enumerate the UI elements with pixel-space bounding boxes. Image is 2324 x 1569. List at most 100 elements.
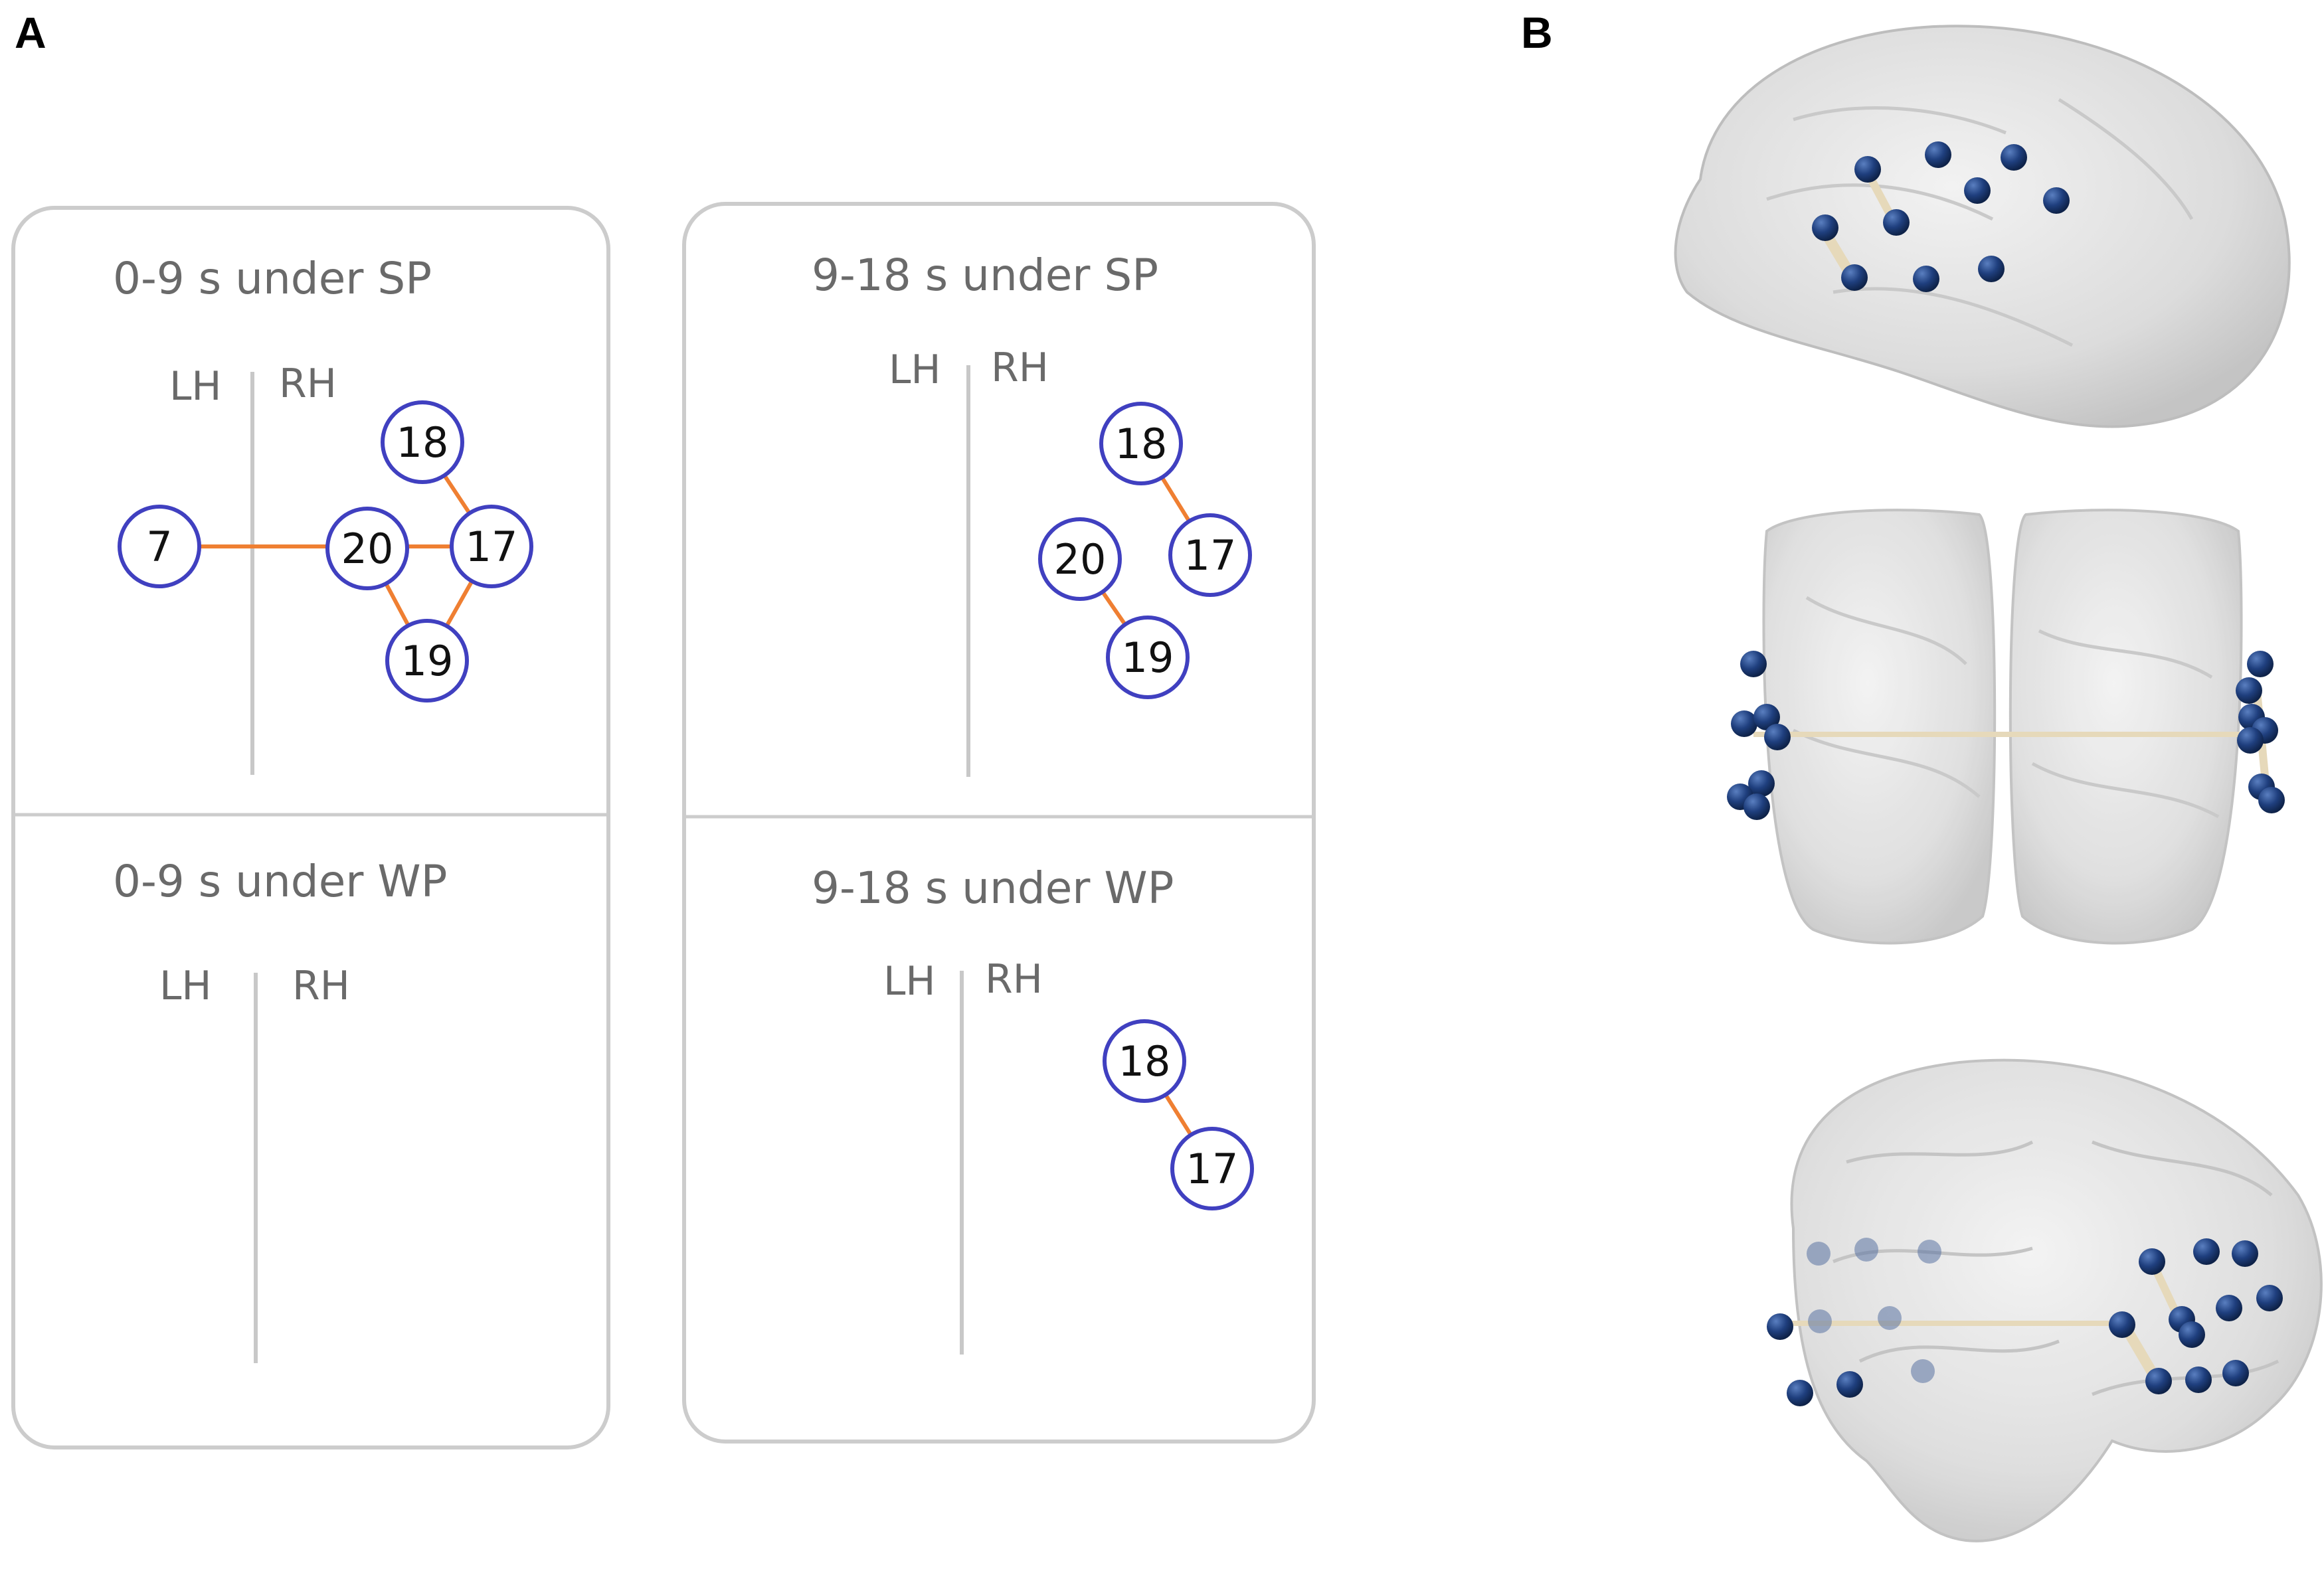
brain-node [1854,156,1881,183]
panel-a-letter: A [15,8,46,57]
brain-node [1883,209,1910,236]
brain-node [2193,1238,2220,1265]
node-label: 19 [1122,633,1174,682]
node-20: 20 [1038,517,1122,601]
brain-node-faded [1854,1238,1878,1262]
panel-9-18s-sp: 9-18 s under SP LH RH 18 17 20 19 [812,250,1252,777]
node-label: 18 [1115,420,1168,468]
node-18: 18 [1099,402,1183,485]
brain-node [1764,724,1791,750]
right-box [682,202,1316,1444]
node-circle [1170,1127,1254,1210]
brain-node [2109,1311,2135,1338]
brain-node [1913,266,1939,292]
brain-node [1787,1380,1813,1406]
brain-node-faded [1911,1359,1935,1383]
node-circle [118,505,201,588]
panel-0-9s-sp: 0-9 s under SP LH RH 7 20 17 18 19 [113,253,533,775]
panel-title: 9-18 s under SP [812,250,1158,301]
node-label: 20 [1054,535,1107,584]
node-19: 19 [1106,616,1190,699]
brain-node [1753,704,1780,730]
node-circle [1038,517,1122,601]
brain-nodes [1727,651,2285,820]
brain-node [2145,1368,2172,1394]
panel-title: 0-9 s under WP [113,856,447,907]
lh-label: LH [883,958,936,1005]
node-label: 17 [1184,531,1237,580]
brain-node [1812,214,1838,241]
brain-node [1748,770,1775,797]
brain-node [2237,727,2264,754]
node-17: 17 [1170,1127,1254,1210]
brain-node [1731,710,1757,737]
lh-label: LH [889,347,941,393]
brain-view-coronal-oblique [1767,1058,2323,1542]
panel-b-letter: B [1521,8,1553,57]
brain-node [1978,256,2005,282]
node-7: 7 [118,505,201,588]
node-circle [385,619,469,702]
brain-node [1925,141,1951,168]
brain-sulci [1792,596,2220,819]
node-label: 20 [341,525,394,573]
lh-label: LH [159,963,212,1009]
brain-surface [1790,1058,2323,1542]
brain-node-faded [1808,1309,1832,1333]
brain-right-hemisphere [2009,509,2243,945]
brain-nodes [1767,1238,2283,1406]
brain-surface [1674,25,2291,428]
brain-sulci [1766,98,2194,347]
brain-node [1836,1371,1863,1398]
brain-node [1740,651,1767,677]
node-circle [1103,1019,1186,1103]
brain-node-faded [1878,1306,1902,1330]
brain-node [2258,787,2285,813]
node-circle [1099,402,1183,485]
brain-view-sagittal [1674,25,2291,428]
brain-node [2222,1360,2249,1386]
brain-left-hemisphere [1762,509,1997,945]
node-label: 18 [397,418,449,467]
brain-node [2001,144,2027,171]
lh-label: LH [169,363,222,410]
brain-node [2256,1285,2283,1311]
node-19: 19 [385,619,469,702]
node-17: 17 [450,505,533,588]
node-circle [450,505,533,588]
node-label: 19 [401,637,454,685]
brain-node [1767,1313,1793,1340]
node-circle [1106,616,1190,699]
brain-node [2139,1248,2165,1275]
brain-node [2247,651,2274,677]
node-18: 18 [1103,1019,1186,1103]
brain-node-faded [1807,1242,1831,1266]
panel-title: 0-9 s under SP [113,253,432,304]
rh-label: RH [279,361,337,407]
brain-node [1743,793,1770,820]
node-label: 18 [1118,1037,1171,1086]
brain-node [2043,187,2070,214]
right-box-frame [682,202,1316,1444]
brain-node-faded [1918,1240,1941,1264]
brain-view-axial [1727,509,2285,945]
node-circle [381,400,464,484]
node-18: 18 [381,400,464,484]
brain-node [2185,1366,2212,1393]
brain-node [2232,1240,2258,1267]
node-circle [1168,513,1252,597]
brain-nodes [1812,141,2070,292]
brain-node [2179,1321,2205,1348]
node-label: 17 [466,523,518,571]
node-label: 17 [1186,1145,1239,1193]
rh-label: RH [991,345,1049,391]
panel-title: 9-18 s under WP [812,863,1174,914]
brain-node [2216,1295,2242,1321]
brain-node [1841,264,1868,291]
node-17: 17 [1168,513,1252,597]
panel-0-9s-wp: 0-9 s under WP LH RH [113,856,447,1363]
node-circle [325,507,409,590]
brain-node [2236,677,2262,704]
brain-node [1964,177,1991,204]
